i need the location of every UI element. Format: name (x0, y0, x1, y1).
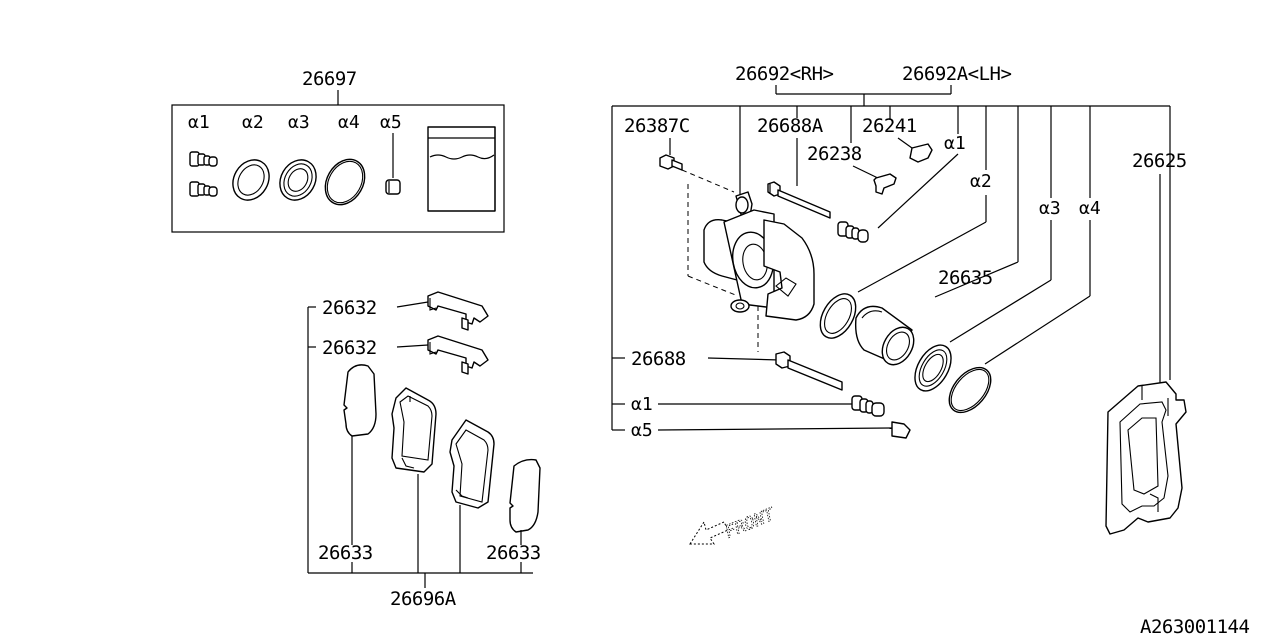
pad-clip-lower (427, 335, 489, 375)
shim-left-label[interactable]: 26633 (318, 542, 373, 564)
piston-boot-a3-label[interactable]: α3 (1039, 198, 1061, 219)
caliper-group: 26692<RH> 26692A<LH> 26387C 26688A 26241… (611, 63, 1187, 545)
pad-group: 26632 26632 26633 (307, 291, 541, 610)
piston-boot (914, 344, 952, 392)
grease-packet-icon (427, 126, 496, 212)
piston (854, 305, 915, 366)
kit-group: 26697 α1 α2 α3 α4 α5 (171, 68, 505, 233)
front-arrow-icon: FRONT (689, 504, 779, 545)
support-label[interactable]: 26625 (1132, 150, 1187, 172)
piston-seal-a2-label[interactable]: α2 (970, 171, 992, 192)
boot-a1-top-label[interactable]: α1 (944, 133, 966, 154)
guide-bushing (891, 421, 911, 439)
piston-seal (819, 293, 857, 339)
bleeder-screw-label[interactable]: 26238 (807, 143, 862, 165)
piston-label[interactable]: 26635 (938, 267, 993, 289)
guide-pin (775, 351, 843, 391)
guide-boot-lower (851, 395, 885, 417)
guide-pin-a (767, 181, 831, 219)
boot-ring (948, 366, 992, 414)
brake-pad-inner (391, 387, 437, 473)
guide-pin-bolt (659, 154, 735, 193)
kit-boot-icon (189, 151, 218, 197)
front-label: FRONT (722, 504, 779, 542)
kit-piston-boot-icon (279, 159, 317, 201)
caliper-rh-label[interactable]: 26692<RH> (735, 63, 834, 85)
bushing-a5-label[interactable]: α5 (631, 420, 653, 441)
pad-set-label[interactable]: 26696A (390, 588, 457, 610)
kit-box (171, 104, 505, 233)
guide-boot-upper (837, 221, 869, 243)
caliper-support (1105, 381, 1187, 535)
shim-left (343, 364, 377, 437)
clip-1-label[interactable]: 26632 (322, 297, 377, 319)
kit-item-a4-label[interactable]: α4 (338, 112, 360, 133)
bleeder-cap-label[interactable]: 26241 (862, 115, 917, 137)
kit-bushing-icon (385, 133, 401, 195)
clip-2-label[interactable]: 26632 (322, 337, 377, 359)
kit-item-a1-label[interactable]: α1 (188, 112, 210, 133)
ring-a4-label[interactable]: α4 (1079, 198, 1101, 219)
guide-pin-bolt-label[interactable]: 26387C (624, 115, 690, 137)
brake-pad-outer (449, 419, 495, 509)
bleeder-screw (873, 173, 897, 195)
diagram-id: A263001144 (1140, 616, 1249, 638)
kit-item-a3-label[interactable]: α3 (288, 112, 310, 133)
shim-right-label[interactable]: 26633 (486, 542, 541, 564)
kit-item-a2-label[interactable]: α2 (242, 112, 264, 133)
kit-ring-icon (324, 158, 366, 206)
shim-right (509, 458, 541, 533)
bleeder-cap (909, 143, 933, 163)
kit-part-number[interactable]: 26697 (302, 68, 357, 90)
boot-a1-low-label[interactable]: α1 (631, 394, 653, 415)
guide-pin-label[interactable]: 26688 (631, 348, 686, 370)
kit-item-a5-label[interactable]: α5 (380, 112, 402, 133)
caliper-body (687, 184, 815, 352)
pad-clip-upper (427, 291, 489, 331)
kit-seal-icon (232, 159, 270, 201)
guide-pin-a-label[interactable]: 26688A (757, 115, 824, 137)
caliper-lh-label[interactable]: 26692A<LH> (902, 63, 1012, 85)
